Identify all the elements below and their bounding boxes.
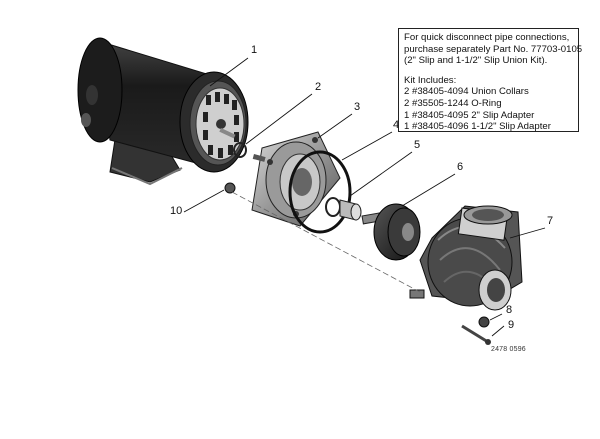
volute-bolt <box>461 324 489 344</box>
o-ring <box>288 150 352 234</box>
callout-5: 5 <box>414 139 421 151</box>
callout-8: 8 <box>506 304 513 316</box>
callout-4: 4 <box>393 119 400 131</box>
kit-item: 2 #35505-1244 O-Ring <box>404 97 502 109</box>
kit-info-box: For quick disconnect pipe connections, p… <box>398 28 583 133</box>
shaft-seal <box>325 197 362 221</box>
volute-nut <box>478 316 490 328</box>
kit-item: 1 #38405-4096 1-1/2" Slip Adapter <box>404 121 551 133</box>
leader-lines <box>183 57 546 337</box>
pump-volute <box>409 205 523 311</box>
impeller <box>361 203 421 261</box>
drain-plug <box>224 182 236 194</box>
callout-7: 7 <box>547 215 554 227</box>
callout-1: 1 <box>251 44 258 56</box>
kit-item: 2 #38405-4094 Union Collars <box>404 86 529 98</box>
drawing-code: 2478 0596 <box>491 346 526 353</box>
callout-9: 9 <box>508 319 515 331</box>
intro-line: purchase separately Part No. 77703-0105 <box>404 43 583 55</box>
intro-line: For quick disconnect pipe connections, <box>404 32 570 43</box>
callout-3: 3 <box>354 101 361 113</box>
kit-heading: Kit Includes: <box>404 74 457 86</box>
callout-10: 10 <box>170 205 183 217</box>
callout-2: 2 <box>315 81 322 93</box>
kit-item: 1 #38405-4095 2" Slip Adapter <box>404 109 535 121</box>
seal-ring <box>233 142 247 158</box>
intro-line: (2" Slip and 1-1/2" Slip Union Kit). <box>404 55 548 67</box>
motor <box>77 37 249 186</box>
callout-6: 6 <box>457 161 464 173</box>
